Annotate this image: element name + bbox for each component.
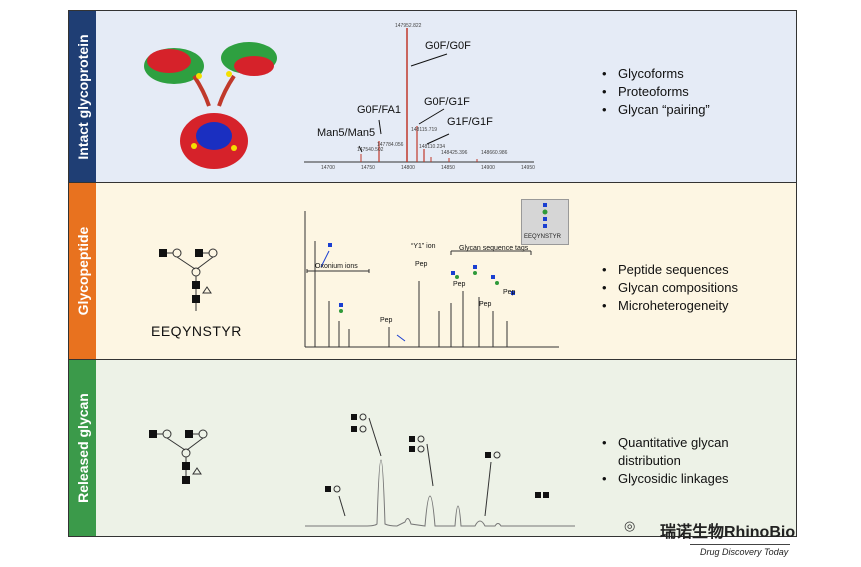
- peak-value: 147540.502: [357, 147, 384, 153]
- panel-label: Glycopeptide: [74, 226, 91, 316]
- pep-label: Pep: [453, 281, 466, 288]
- peak-label-man5-man5: Man5/Man5: [317, 127, 376, 139]
- inset-glycan-icon: [542, 203, 548, 228]
- bullet-item: Microheterogeneity: [602, 297, 738, 315]
- x-tick: 14800: [401, 165, 415, 171]
- x-tick: 14850: [441, 165, 455, 171]
- peak-value: 148115.719: [411, 127, 438, 133]
- panel-label-band: Intact glycoprotein: [69, 11, 96, 182]
- pep-label: Pep: [503, 289, 516, 296]
- pep-label: Pep: [415, 261, 428, 268]
- bullet-list: Quantitative glycan distribution Glycosi…: [602, 434, 778, 488]
- wechat-icon: ◎: [624, 518, 636, 533]
- peak-label-g1f-g1f: G1F/G1F: [447, 116, 493, 128]
- bullet-item: Peptide sequences: [602, 261, 738, 279]
- panel-intact-glycoprotein: Intact glycoprotein: [69, 11, 796, 183]
- peak-value: 148110.234: [419, 144, 446, 150]
- y1-ion-label: “Y1” ion: [411, 243, 436, 250]
- panel-label: Released glycan: [74, 393, 91, 503]
- bullet-list: Peptide sequences Glycan compositions Mi…: [602, 261, 738, 315]
- x-tick: 14700: [321, 165, 335, 171]
- glycopeptide-msms-spectrum: [304, 211, 559, 348]
- x-tick: 14950: [521, 165, 535, 171]
- x-tick: 14900: [481, 165, 495, 171]
- peak-value: 147952.822: [395, 23, 422, 29]
- panel-label: Intact glycoprotein: [74, 33, 91, 160]
- bullet-item: Quantitative glycan distribution: [602, 434, 778, 470]
- peak-label-g0f-g1f: G0F/G1F: [424, 96, 470, 108]
- peak-value: 148660.986: [481, 150, 508, 156]
- peak-value: 148425.396: [441, 150, 468, 156]
- peak-value: 147784.056: [377, 142, 404, 148]
- bullet-item: Proteoforms: [602, 83, 710, 101]
- bullet-item: Glycoforms: [602, 65, 710, 83]
- inset-sequence: EEQYNSTYR: [524, 234, 562, 240]
- pep-label: Pep: [380, 317, 393, 324]
- glycan-structure-icon: [159, 248, 218, 311]
- panel-label-band: Released glycan: [69, 360, 96, 536]
- oxonium-ions-label: Oxonium ions: [315, 263, 358, 270]
- x-tick: 14750: [361, 165, 375, 171]
- panel-label-band: Glycopeptide: [69, 183, 96, 359]
- glycan-sequence-tags-label: Glycan sequence tags: [459, 245, 529, 252]
- source-divider: [690, 544, 790, 545]
- glycan-structure-icon: [149, 429, 208, 484]
- antibody-structure-image: [144, 42, 277, 169]
- pep-label: Pep: [479, 301, 492, 308]
- intact-mass-spectrum: [304, 28, 534, 163]
- bullet-item: Glycan compositions: [602, 279, 738, 297]
- peak-label-g0f-g0f: G0F/G0F: [425, 40, 471, 52]
- bullet-item: Glycosidic linkages: [602, 470, 778, 488]
- peak-label-g0f-fa1: G0F/FA1: [357, 104, 402, 116]
- bullet-list: Glycoforms Proteoforms Glycan “pairing”: [602, 65, 710, 119]
- figure-frame: Intact glycoprotein: [68, 10, 797, 537]
- peptide-sequence: EEQYNSTYR: [151, 323, 242, 339]
- panel-glycopeptide: Glycopeptide EEQYNSTYR: [69, 183, 796, 360]
- source-credit: Drug Discovery Today: [700, 547, 789, 557]
- watermark-text: 瑞诺生物RhinoBio: [660, 524, 796, 541]
- panel-released-glycan: Released glycan: [69, 360, 796, 536]
- sequence-inset: EEQYNSTYR: [521, 199, 569, 245]
- glycan-chromatogram: [305, 413, 575, 527]
- bullet-item: Glycan “pairing”: [602, 101, 710, 119]
